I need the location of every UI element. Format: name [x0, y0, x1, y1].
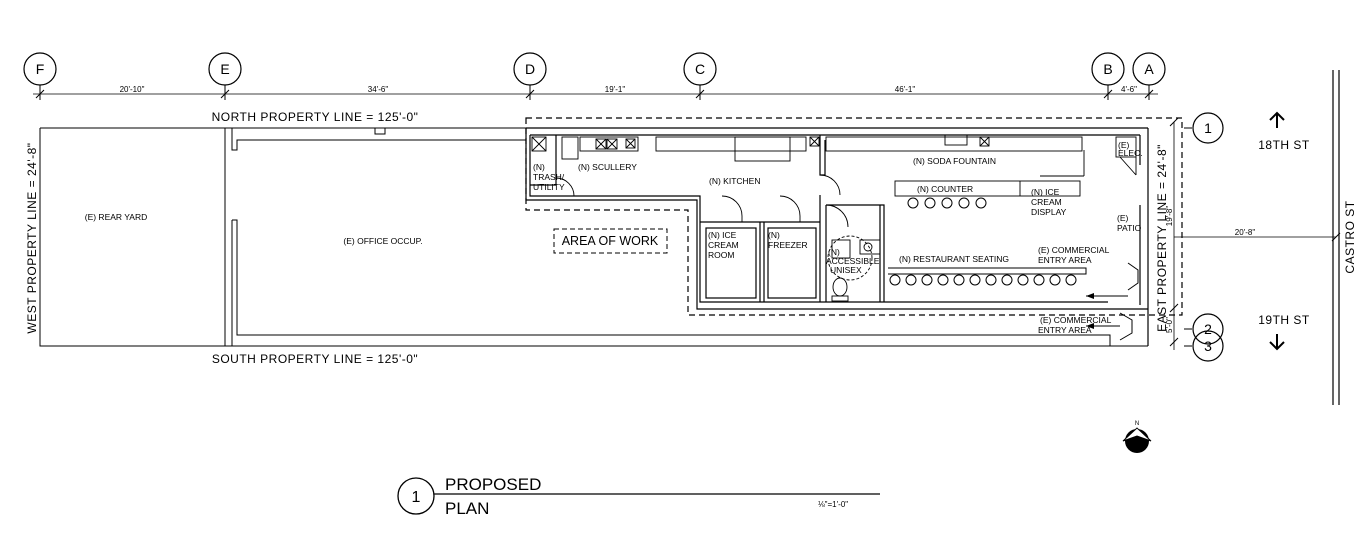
equipment: [531, 134, 1137, 302]
area-of-work-label-box: [553, 228, 668, 254]
label-entry-1-line2: ENTRY AREA: [1038, 255, 1092, 265]
dim-f-e: 20'-10": [120, 85, 145, 94]
grid-dimension-string: 20'-10" 34'-6" 19'-1" 46'-1" 4'-6": [33, 85, 1158, 99]
row-bubble-3: 3: [1184, 330, 1224, 362]
grid-label-d: D: [525, 61, 535, 77]
label-scullery: (N) SCULLERY: [578, 162, 637, 172]
label-ice-display-2: CREAM: [1031, 197, 1062, 207]
label-restroom-2: ACCESSIBLE: [826, 256, 880, 266]
east-dimensions: 19'-8" 5'-0" 20'-8": [1165, 117, 1341, 350]
label-soda-fountain: (N) SODA FOUNTAIN: [913, 156, 996, 166]
label-trash-3: UTILITY: [533, 182, 565, 192]
label-elec-2: ELEC.: [1118, 148, 1143, 158]
grid-label-a: A: [1144, 61, 1154, 77]
grid-label-f: F: [36, 61, 45, 77]
title-scale: ⅛"=1'-0": [818, 500, 848, 509]
dim-east-1-2: 19'-8": [1165, 206, 1174, 227]
north-arrow-label: N: [1135, 421, 1139, 427]
label-rear-yard: (E) REAR YARD: [85, 212, 148, 222]
east-property-line-label: EAST PROPERTY LINE = 24'-8": [1155, 144, 1169, 332]
street-arrow-north: [1269, 111, 1285, 128]
north-property-line-label: NORTH PROPERTY LINE = 125'-0": [212, 110, 419, 124]
label-elec-1: (E): [1118, 140, 1130, 150]
label-trash-1: (N): [533, 162, 545, 172]
label-ice-room-2: CREAM: [708, 240, 739, 250]
row-bubble-2: 2: [1184, 313, 1224, 345]
street-castro: CASTRO ST: [1343, 200, 1357, 273]
grid-bubble-f: F: [23, 52, 57, 100]
label-kitchen: (N) KITCHEN: [709, 176, 760, 186]
label-entry-1-line1: (E) COMMERCIAL: [1038, 245, 1110, 255]
grid-label-c: C: [695, 61, 705, 77]
south-property-line-label: SOUTH PROPERTY LINE = 125'-0": [212, 352, 418, 366]
area-of-work-label: AREA OF WORK: [562, 234, 659, 248]
dim-to-castro: 20'-8": [1235, 228, 1256, 237]
row-label-2: 2: [1204, 321, 1212, 337]
label-seating: (N) RESTAURANT SEATING: [899, 254, 1009, 264]
street-18th: 18TH ST: [1258, 138, 1310, 152]
grid-bubble-c: C: [683, 52, 717, 100]
label-freezer-1: (N): [768, 230, 780, 240]
row-label-3: 3: [1204, 338, 1212, 354]
label-patio-1: (E): [1117, 213, 1129, 223]
seating-stools: [888, 267, 1087, 286]
new-walls: [525, 127, 1149, 346]
grid-bubble-d: D: [513, 52, 547, 100]
north-arrow-icon: N: [1122, 421, 1152, 453]
label-trash-2: TRASH/: [533, 172, 565, 182]
row-bubble-1: 1: [1184, 112, 1224, 144]
area-of-work-boundary: [525, 117, 1183, 316]
title-line-2: PLAN: [445, 499, 489, 518]
label-ice-room-1: (N) ICE: [708, 230, 737, 240]
dim-c-b: 46'-1": [895, 85, 916, 94]
label-ice-room-3: ROOM: [708, 250, 734, 260]
label-counter: (N) COUNTER: [917, 184, 973, 194]
label-entry-2-line1: (E) COMMERCIAL: [1040, 315, 1112, 325]
castro-street-lines: [1332, 70, 1340, 405]
label-ice-display-1: (N) ICE: [1031, 187, 1060, 197]
label-restroom-1: (N): [828, 247, 840, 257]
street-arrow-south: [1269, 334, 1285, 351]
street-19th: 19TH ST: [1258, 313, 1310, 327]
grid-label-b: B: [1103, 61, 1112, 77]
drawing-title: 1 PROPOSED PLAN ⅛"=1'-0": [397, 475, 880, 518]
grid-label-e: E: [220, 61, 229, 77]
row-label-1: 1: [1204, 120, 1212, 136]
dim-d-c: 19'-1": [605, 85, 626, 94]
label-office: (E) OFFICE OCCUP.: [343, 236, 422, 246]
grid-bubble-b: B: [1091, 52, 1125, 100]
west-property-line-label: WEST PROPERTY LINE = 24'-8": [25, 142, 39, 333]
dim-e-d: 34'-6": [368, 85, 389, 94]
site-outline: [39, 127, 1148, 347]
dim-east-2-3: 5'-0": [1165, 317, 1174, 333]
title-line-1: PROPOSED: [445, 475, 541, 494]
label-patio-2: PATIO: [1117, 223, 1142, 233]
label-ice-display-3: DISPLAY: [1031, 207, 1067, 217]
label-restroom-3: UNISEX: [830, 265, 862, 275]
label-entry-2-line2: ENTRY AREA: [1038, 325, 1092, 335]
label-freezer-2: FREEZER: [768, 240, 808, 250]
grid-bubble-a: A: [1132, 52, 1166, 100]
title-number: 1: [412, 489, 421, 506]
counter-stools: [907, 197, 987, 209]
dim-b-a: 4'-6": [1121, 85, 1137, 94]
grid-bubble-e: E: [208, 52, 242, 100]
entry-arrows: [1086, 262, 1139, 341]
